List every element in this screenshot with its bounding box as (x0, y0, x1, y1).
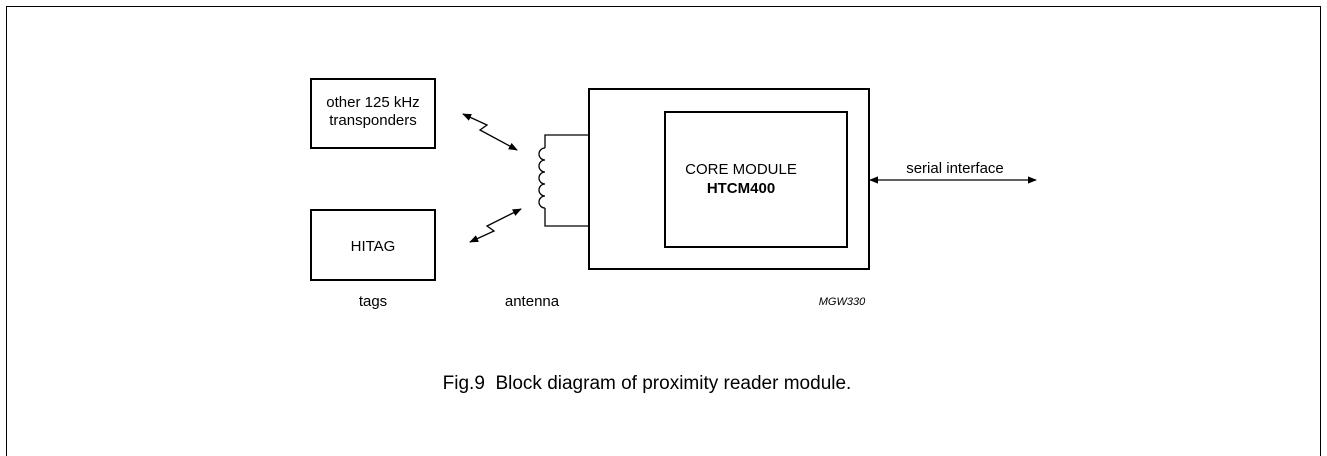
antenna-coil (538, 134, 589, 227)
hitag-label: HITAG (351, 238, 396, 255)
transponders-block (310, 78, 436, 149)
hitag-block (310, 209, 436, 281)
core-module-block (664, 111, 848, 248)
core-module-part-number: HTCM400 (707, 180, 775, 197)
antenna-label: antenna (505, 293, 560, 310)
transponders-label-line1: other 125 kHz (326, 94, 419, 111)
reader-module-block (588, 88, 870, 270)
transponders-label-line2: transponders (329, 112, 417, 129)
figure-caption: Fig.9 Block diagram of proximity reader … (443, 373, 852, 394)
drawing-code: MGW330 (819, 296, 866, 308)
wireless-link-bottom (469, 208, 522, 243)
core-module-label: CORE MODULE (685, 161, 797, 178)
wireless-link-top (462, 113, 518, 151)
serial-interface-label: serial interface (906, 160, 1004, 177)
figure-frame (6, 6, 1321, 456)
tags-label: tags (359, 293, 387, 310)
